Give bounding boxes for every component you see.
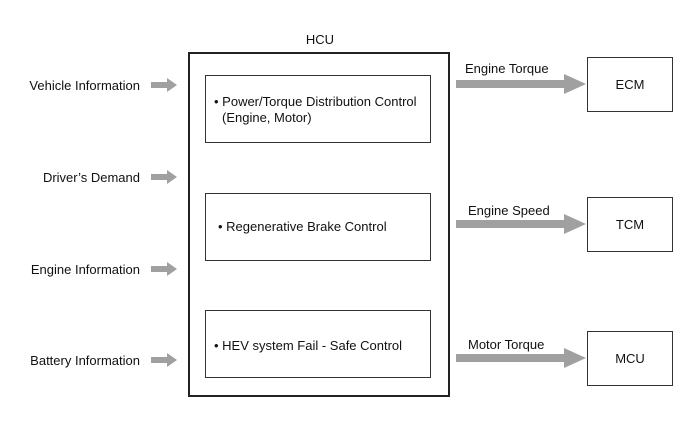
input-arrow-engine-information: [151, 262, 177, 276]
target-box-ecm: ECM: [587, 57, 673, 112]
function-label-fail-safe: • HEV system Fail - Safe Control: [214, 338, 403, 353]
function-box-power-torque-distribution: • Power/Torque Distribution Control (Eng…: [205, 75, 431, 143]
output-signal-engine-speed: Engine Speed: [468, 203, 550, 218]
output-signal-motor-torque: Motor Torque: [468, 337, 545, 352]
function-label-regenerative-brake: • Regenerative Brake Control: [218, 219, 387, 234]
input-label-drivers-demand: Driver’s Demand: [42, 170, 140, 185]
input-arrow-battery-information: [151, 353, 177, 367]
function-label-power-torque-distribution: • Power/Torque Distribution Control: [214, 94, 417, 109]
hcu-title: HCU: [305, 32, 335, 47]
output-arrow-engine-torque: [456, 74, 586, 94]
function-sublabel-engine-motor: (Engine, Motor): [222, 110, 312, 125]
input-label-battery-information: Battery Information: [30, 353, 140, 368]
output-signal-engine-torque: Engine Torque: [465, 61, 549, 76]
input-label-vehicle-information: Vehicle Information: [29, 78, 140, 93]
target-box-tcm: TCM: [587, 197, 673, 252]
function-box-fail-safe: • HEV system Fail - Safe Control: [205, 310, 431, 378]
input-arrow-vehicle-information: [151, 78, 177, 92]
input-arrow-drivers-demand: [151, 170, 177, 184]
target-box-mcu: MCU: [587, 331, 673, 386]
output-arrow-motor-torque: [456, 348, 586, 368]
output-arrow-engine-speed: [456, 214, 586, 234]
hcu-box: [188, 52, 450, 397]
function-box-regenerative-brake: • Regenerative Brake Control: [205, 193, 431, 261]
input-label-engine-information: Engine Information: [30, 262, 140, 277]
